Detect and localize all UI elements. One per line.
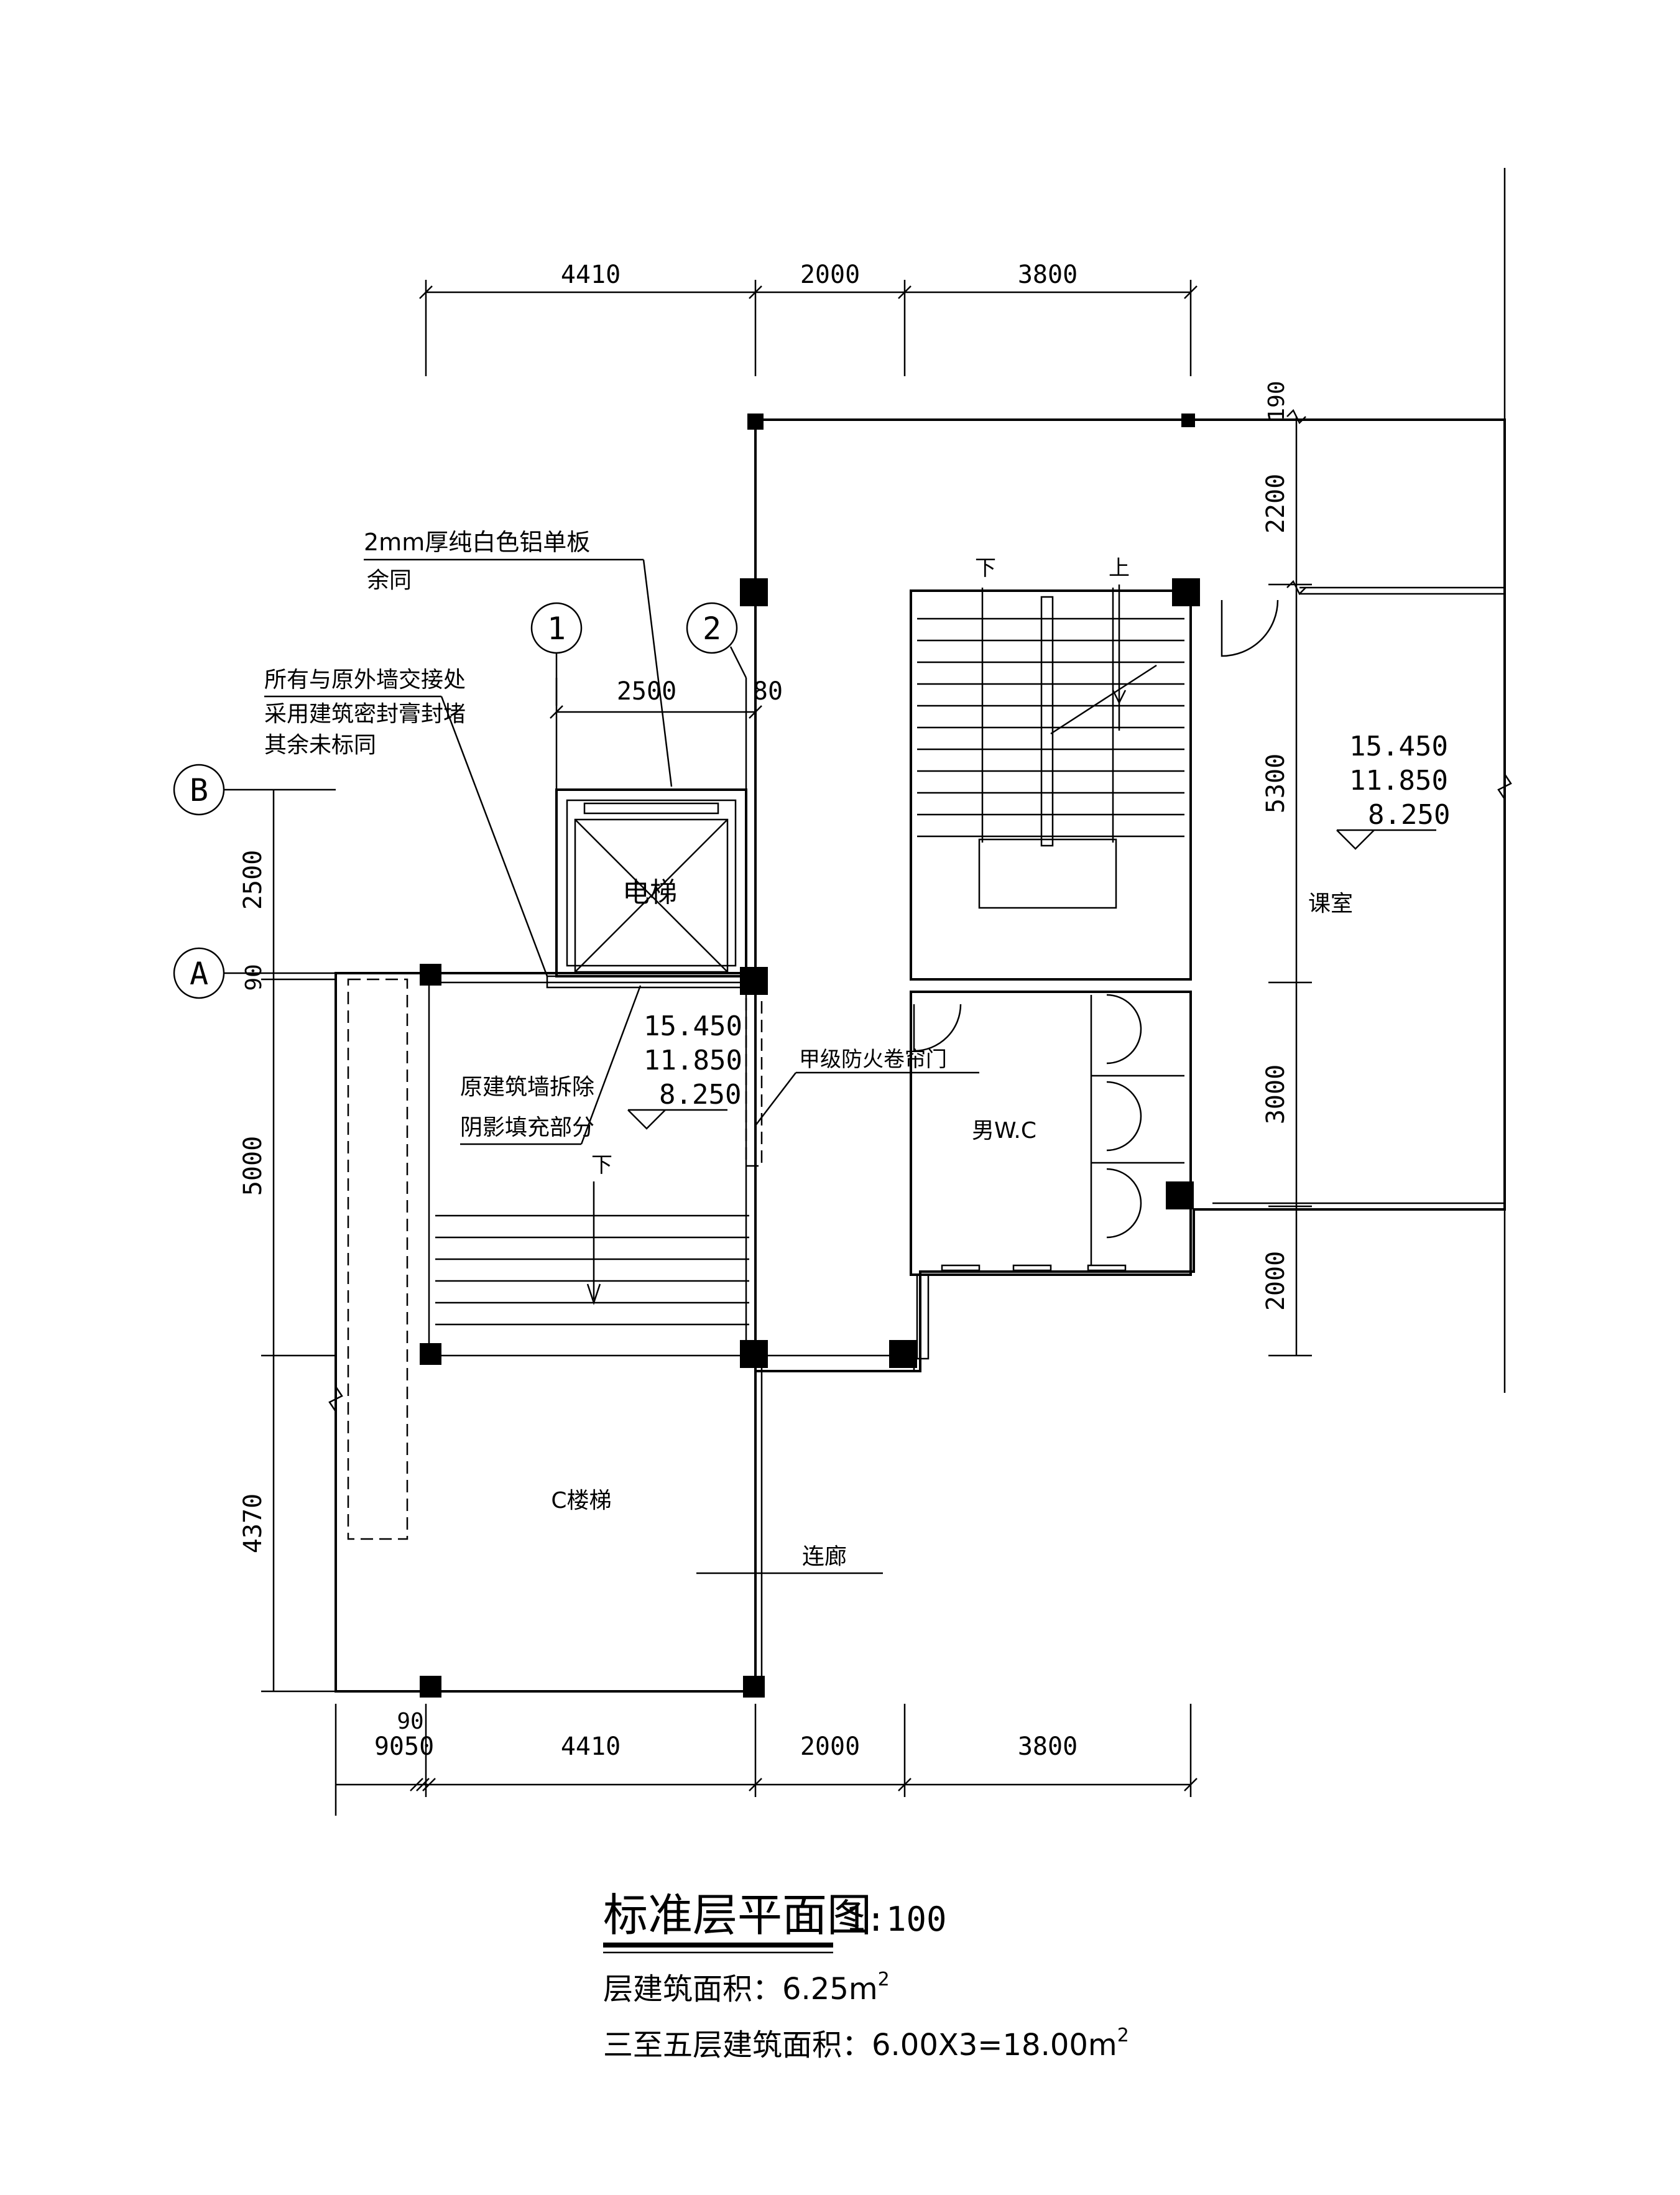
svg-text:2mm厚纯白色铝单板: 2mm厚纯白色铝单板 xyxy=(364,529,590,556)
dim-right-1: 190 xyxy=(1264,381,1290,421)
door-swings xyxy=(913,599,1279,1272)
c-stair-room xyxy=(428,981,747,1357)
dim-bottom-4: 3800 xyxy=(1018,1732,1078,1761)
dim-elevator-width: 2500 xyxy=(617,677,676,706)
svg-text:B: B xyxy=(190,772,208,808)
dim-top-2: 2000 xyxy=(800,261,860,289)
dim-left-4: 4370 xyxy=(239,1494,267,1553)
dim-right-5: 2000 xyxy=(1262,1251,1290,1311)
dim-right-4: 3000 xyxy=(1262,1065,1290,1124)
dim-bottom-3: 2000 xyxy=(800,1732,860,1761)
note-fire-door: 甲级防火卷帘门 xyxy=(755,1047,979,1126)
floor-area: 层建筑面积：6.25m2 xyxy=(603,1969,890,2007)
dim-left-3: 5000 xyxy=(239,1136,267,1196)
dashed-demolition-outline xyxy=(347,978,408,1540)
svg-text:15.450: 15.450 xyxy=(1349,731,1448,762)
top-dimension-chain: 4410 2000 3800 xyxy=(419,261,1198,376)
title-scale: 1:100 xyxy=(846,1900,947,1939)
svg-text:采用建筑密封膏封堵: 采用建筑密封膏封堵 xyxy=(264,701,466,727)
axis-bubble-1: 1 xyxy=(530,602,583,706)
svg-text:甲级防火卷帘门: 甲级防火卷帘门 xyxy=(799,1047,947,1072)
main-stair-up-label: 上 xyxy=(1109,556,1130,581)
note-aluminium-panel: 2mm厚纯白色铝单板 余同 xyxy=(364,529,673,787)
dim-right-3: 5300 xyxy=(1262,754,1290,813)
note-corridor: 连廊 xyxy=(696,1544,883,1574)
total-area: 三至五层建筑面积：6.00X3=18.00m2 xyxy=(603,2025,1129,2063)
wc-room xyxy=(910,991,1192,1276)
drawing-title: 标准层平面图 1:100 层建筑面积：6.25m2 三至五层建筑面积：6.00X… xyxy=(603,1889,1129,2063)
main-stair: 下 上 xyxy=(917,556,1184,909)
dim-bottom-2: 4410 xyxy=(561,1732,621,1761)
dim-left-2: 90 xyxy=(241,964,267,991)
svg-text:11.850: 11.850 xyxy=(1349,765,1448,797)
svg-text:8.250: 8.250 xyxy=(659,1079,741,1111)
dim-right-2: 2200 xyxy=(1262,474,1290,534)
room-label-wc: 男W.C xyxy=(972,1118,1036,1144)
structural-columns xyxy=(420,414,1200,1698)
main-stair-down-label: 下 xyxy=(975,556,996,581)
svg-text:连廊: 连廊 xyxy=(802,1544,847,1569)
elevation-mark-right: 15.450 11.850 8.250 xyxy=(1336,731,1450,850)
svg-text:11.850: 11.850 xyxy=(644,1045,742,1076)
elevator-shaft: 电梯 xyxy=(546,788,747,989)
stair-core-room xyxy=(910,589,1192,981)
dim-top-3: 3800 xyxy=(1018,261,1078,289)
svg-text:阴影填充部分: 阴影填充部分 xyxy=(460,1115,594,1140)
break-mark-left xyxy=(328,1386,343,1412)
axis-bubble-b: B xyxy=(173,764,261,816)
dim-left-1: 2500 xyxy=(239,850,267,910)
dim-bottom-small: 90 xyxy=(397,1709,423,1734)
svg-text:原建筑墙拆除: 原建筑墙拆除 xyxy=(460,1074,594,1100)
left-dimension-chain: 2500 90 5000 4370 xyxy=(239,788,336,1693)
elevation-mark-left: 15.450 11.850 8.250 xyxy=(627,1010,742,1130)
svg-text:1: 1 xyxy=(547,611,566,647)
dim-bottom-1: 9050 xyxy=(374,1732,434,1761)
room-label-elevator: 电梯 xyxy=(622,877,677,908)
axis-bubble-a: A xyxy=(173,947,261,999)
axis-bubble-2: 2 xyxy=(686,602,747,678)
note-sealant: 所有与原外墙交接处 采用建筑密封膏封堵 其余未标同 xyxy=(264,667,548,977)
title-name: 标准层平面图 xyxy=(603,1889,872,1941)
room-label-classroom: 课室 xyxy=(1308,891,1353,917)
svg-text:15.450: 15.450 xyxy=(644,1010,742,1042)
svg-text:余同: 余同 xyxy=(367,568,412,593)
svg-text:所有与原外墙交接处: 所有与原外墙交接处 xyxy=(264,667,466,693)
c-stair-treads: 下 xyxy=(435,1153,749,1326)
svg-text:A: A xyxy=(190,956,208,992)
elevator-dimension: 2500 80 xyxy=(550,677,783,793)
dim-top-1: 4410 xyxy=(561,261,621,289)
svg-text:8.250: 8.250 xyxy=(1368,799,1450,831)
note-demolition: 原建筑墙拆除 阴影填充部分 xyxy=(460,985,642,1145)
bottom-dimension-chain: 90 9050 4410 2000 3800 xyxy=(335,1704,1198,1816)
svg-text:其余未标同: 其余未标同 xyxy=(264,732,376,758)
break-mark-right xyxy=(1497,774,1512,800)
svg-text:2: 2 xyxy=(703,611,721,647)
room-label-c-stair: C楼梯 xyxy=(551,1488,611,1513)
c-stair-down-label: 下 xyxy=(591,1153,612,1178)
dim-elevator-gap: 80 xyxy=(753,677,783,706)
